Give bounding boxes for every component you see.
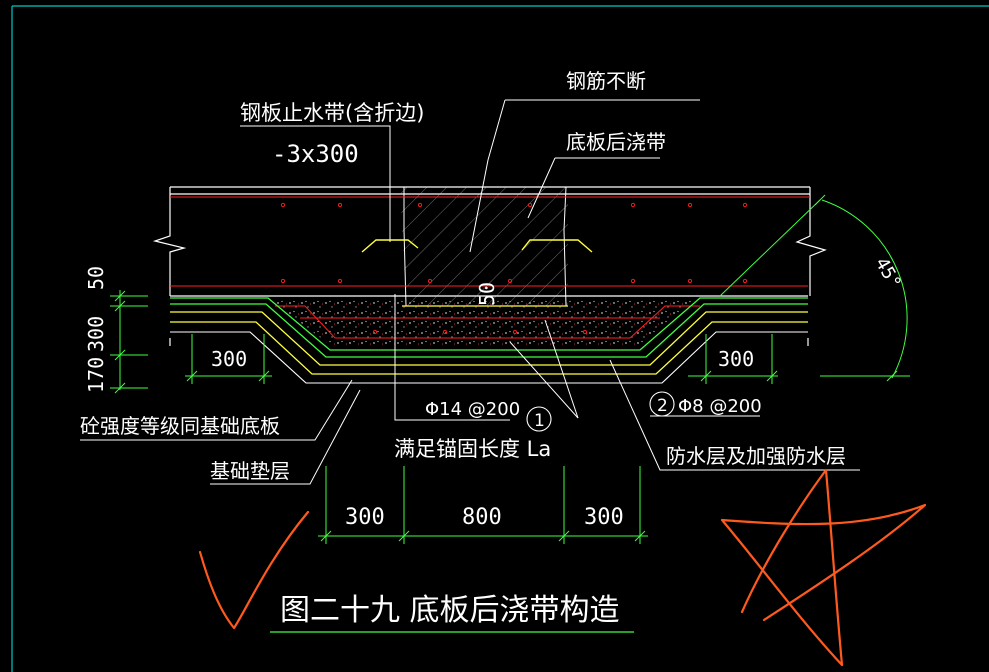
rebar2-label: Φ8 @200 bbox=[678, 396, 762, 417]
dim-left-50: 50 bbox=[84, 266, 108, 290]
star-annotation bbox=[720, 468, 927, 667]
dim-right-step: 300 bbox=[718, 347, 754, 371]
leader-lines bbox=[80, 99, 860, 485]
anchor-length-label: 满足锚固长度 La bbox=[394, 437, 551, 461]
figure-title: 图二十九 底板后浇带构造 bbox=[280, 593, 620, 628]
steel-plate-waterstop bbox=[361, 239, 593, 253]
waterproof-layer-label: 防水层及加强防水层 bbox=[666, 444, 846, 468]
rebar1-label: Φ14 @200 bbox=[425, 399, 520, 420]
dim-angle: 45° bbox=[871, 254, 905, 293]
left-vertical-dimension bbox=[110, 290, 148, 394]
checkmark-annotation bbox=[198, 510, 310, 630]
dim-bottom-right: 300 bbox=[584, 505, 624, 530]
step-dimensions bbox=[185, 334, 778, 384]
viewport-frame bbox=[11, 5, 989, 672]
waterproof-layers bbox=[170, 297, 808, 384]
post-pour-strip-label: 底板后浇带 bbox=[566, 130, 666, 154]
bottom-dimension-chain bbox=[318, 466, 648, 544]
dim-left-170: 170 bbox=[84, 357, 108, 393]
dim-left-300: 300 bbox=[84, 316, 108, 352]
rebar2-number: 2 bbox=[657, 396, 668, 416]
foundation-cushion-label: 基础垫层 bbox=[210, 459, 290, 483]
dim-bottom-left: 300 bbox=[345, 505, 385, 530]
dim-left-step: 300 bbox=[211, 347, 247, 371]
labels: 钢板止水带(含折边) -3x300 钢筋不断 底板后浇带 砼强度等级同基础底板 … bbox=[80, 69, 846, 628]
dimension-texts: 50 300 170 50 300 300 300 800 300 45° bbox=[84, 254, 905, 530]
rebar-dots bbox=[280, 202, 748, 335]
rebar1-number: 1 bbox=[534, 411, 545, 431]
steel-plate-waterstop-label: 钢板止水带(含折边) bbox=[240, 101, 424, 125]
concrete-grade-label: 砼强度等级同基础底板 bbox=[80, 414, 280, 438]
dim-center-50: 50 bbox=[475, 282, 499, 306]
angle-marker bbox=[719, 194, 910, 382]
dim-bottom-center: 800 bbox=[462, 505, 502, 530]
rebar bbox=[170, 196, 810, 339]
rebar-callout-circles bbox=[526, 391, 675, 432]
plate-size-label: -3x300 bbox=[272, 140, 359, 168]
rebar-continuous-label: 钢筋不断 bbox=[566, 69, 646, 93]
